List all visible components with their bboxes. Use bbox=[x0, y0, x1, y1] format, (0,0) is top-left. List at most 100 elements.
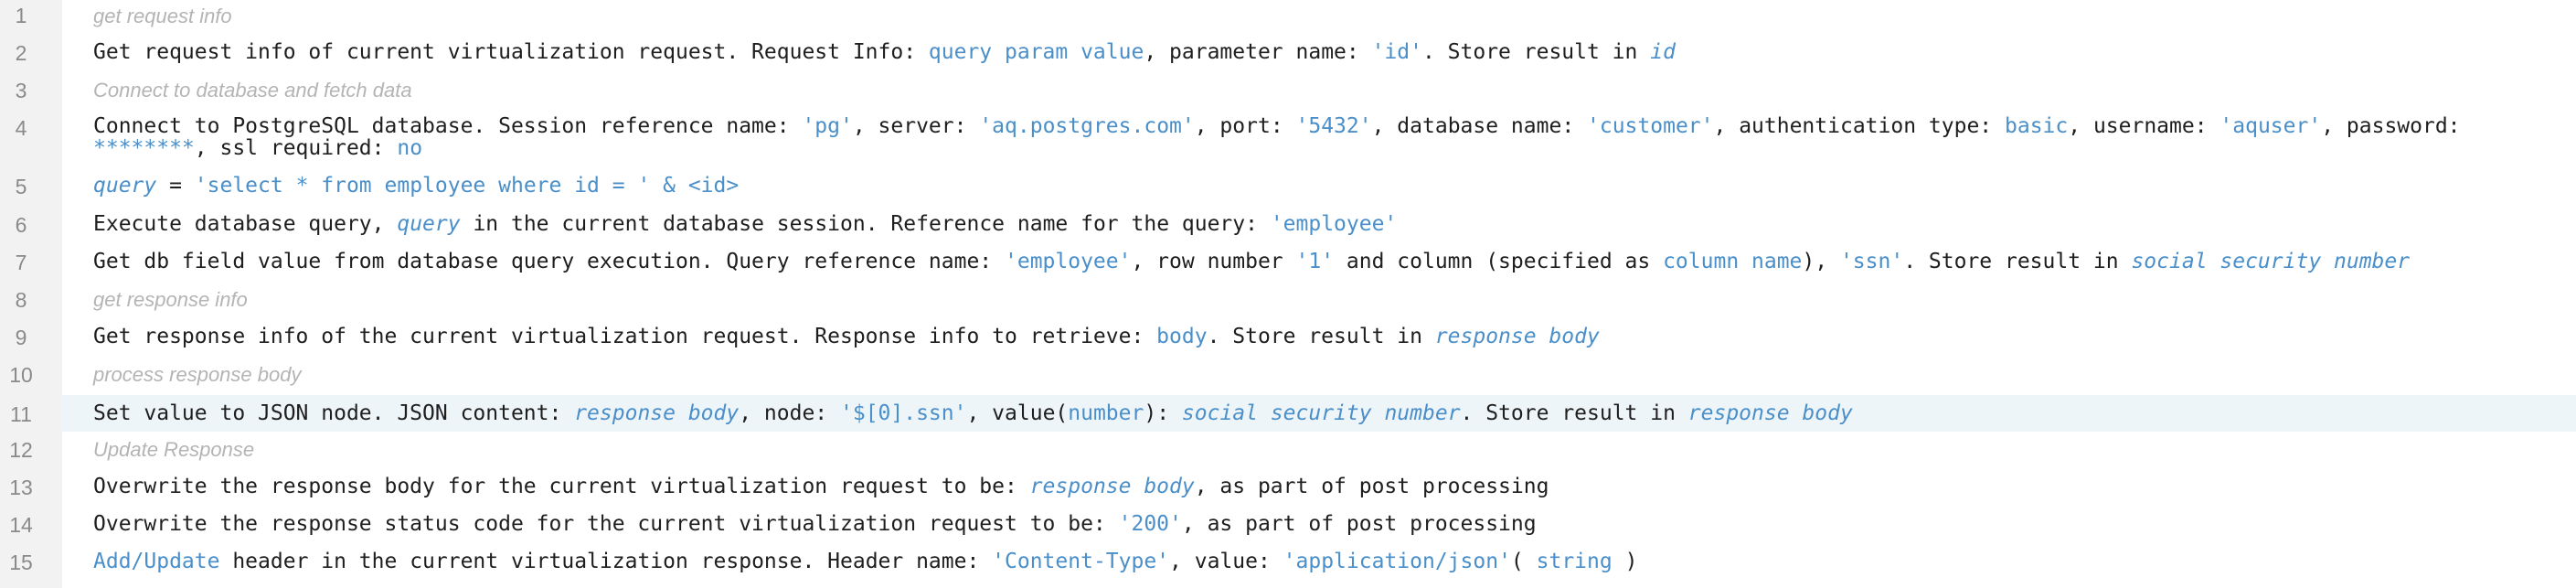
code-content[interactable]: Execute database query, query in the cur… bbox=[93, 212, 2565, 236]
string-value[interactable]: 'Content-Type' bbox=[992, 550, 1170, 573]
code-content[interactable]: Connect to database and fetch data bbox=[93, 79, 2565, 102]
code-content[interactable]: Update Response bbox=[93, 438, 2565, 462]
code-content[interactable]: Overwrite the response body for the curr… bbox=[93, 475, 2565, 498]
code-line-4[interactable]: 4 Connect to PostgreSQL database. Sessio… bbox=[0, 112, 2576, 166]
string-value[interactable]: 'id' bbox=[1371, 40, 1422, 64]
code-text: Execute database query, bbox=[93, 212, 398, 236]
line-number: 3 bbox=[15, 79, 27, 102]
variable-link[interactable]: query bbox=[93, 174, 157, 198]
code-text: and column (specified as bbox=[1334, 250, 1664, 273]
code-text: Get response info of the current virtual… bbox=[93, 325, 1157, 348]
code-text: , ssl required: bbox=[194, 136, 398, 160]
line-number: 12 bbox=[9, 438, 33, 462]
string-value[interactable]: 'ssn' bbox=[1839, 250, 1904, 273]
code-content[interactable]: Get response info of the current virtual… bbox=[93, 325, 2565, 348]
keyword-link[interactable]: basic bbox=[2005, 114, 2069, 138]
variable-link[interactable]: response body bbox=[1434, 325, 1600, 348]
code-content[interactable]: process response body bbox=[93, 363, 2565, 387]
keyword-link[interactable]: string bbox=[1536, 550, 1613, 573]
line-number: 5 bbox=[15, 175, 27, 198]
string-value[interactable]: '5432' bbox=[1295, 114, 1372, 138]
current-line-highlight bbox=[62, 395, 2576, 432]
keyword-link[interactable]: Add/Update bbox=[93, 550, 220, 573]
string-value[interactable]: '200' bbox=[1118, 512, 1182, 536]
string-value[interactable]: 'application/json' bbox=[1283, 550, 1511, 573]
line-number: 14 bbox=[9, 513, 33, 537]
line-number: 2 bbox=[15, 41, 27, 65]
code-line-1[interactable]: 1 get request info bbox=[0, 0, 2576, 33]
line-number: 11 bbox=[10, 402, 32, 426]
code-line-2[interactable]: 2 Get request info of current virtualiza… bbox=[0, 37, 2576, 69]
code-text: ( bbox=[1510, 550, 1537, 573]
string-value[interactable]: 'employee' bbox=[1005, 250, 1132, 273]
code-text: Overwrite the response status code for t… bbox=[93, 512, 1119, 536]
variable-link[interactable]: query bbox=[397, 212, 461, 236]
variable-link[interactable]: response body bbox=[1029, 475, 1195, 498]
code-text: Get request info of current virtualizati… bbox=[93, 40, 929, 64]
code-line-13[interactable]: 13 Overwrite the response body for the c… bbox=[0, 471, 2576, 504]
code-line-10[interactable]: 10 process response body bbox=[0, 358, 2576, 391]
string-value[interactable]: 'pg' bbox=[802, 114, 853, 138]
variable-link[interactable]: social security number bbox=[2131, 250, 2411, 273]
keyword-link[interactable]: body bbox=[1156, 325, 1208, 348]
line-number: 8 bbox=[15, 288, 27, 312]
comment: Connect to database and fetch data bbox=[93, 79, 412, 102]
code-content[interactable]: get request info bbox=[93, 5, 2565, 28]
code-line-15[interactable]: 15 Add/Update header in the current virt… bbox=[0, 546, 2576, 583]
string-value[interactable]: 'select * from employee where id = ' & <… bbox=[194, 174, 740, 198]
variable-link[interactable]: social security number bbox=[1181, 401, 1461, 425]
keyword-link[interactable]: number bbox=[1068, 401, 1144, 425]
code-line-5[interactable]: 5 query = 'select * from employee where … bbox=[0, 170, 2576, 203]
code-text: , port: bbox=[1194, 114, 1296, 138]
string-value[interactable]: 'customer' bbox=[1587, 114, 1714, 138]
line-number: 13 bbox=[9, 476, 33, 499]
code-content[interactable]: Connect to PostgreSQL database. Session … bbox=[93, 115, 2565, 159]
code-content[interactable]: Overwrite the response status code for t… bbox=[93, 512, 2565, 536]
code-line-14[interactable]: 14 Overwrite the response status code fo… bbox=[0, 508, 2576, 541]
code-line-7[interactable]: 7 Get db field value from database query… bbox=[0, 246, 2576, 279]
code-line-11[interactable]: 11 Set value to JSON node. JSON content:… bbox=[0, 395, 2576, 432]
code-text: , as part of post processing bbox=[1181, 512, 1537, 536]
code-line-9[interactable]: 9 Get response info of the current virtu… bbox=[0, 321, 2576, 354]
code-content[interactable]: Set value to JSON node. JSON content: re… bbox=[93, 401, 2565, 425]
code-line-12[interactable]: 12 Update Response bbox=[0, 433, 2576, 466]
string-value[interactable]: 'employee' bbox=[1270, 212, 1398, 236]
string-value[interactable]: 'aq.postgres.com' bbox=[979, 114, 1195, 138]
code-text: in the current database session. Referen… bbox=[460, 212, 1271, 236]
password-value[interactable]: ******** bbox=[93, 136, 195, 160]
code-content[interactable]: get response info bbox=[93, 288, 2565, 312]
code-line-3[interactable]: 3 Connect to database and fetch data bbox=[0, 75, 2576, 108]
string-value[interactable]: '1' bbox=[1295, 250, 1335, 273]
code-text: , node: bbox=[739, 401, 840, 425]
keyword-link[interactable]: query param value bbox=[928, 40, 1144, 64]
code-content[interactable]: query = 'select * from employee where id… bbox=[93, 174, 2565, 198]
code-content[interactable]: Add/Update header in the current virtual… bbox=[93, 550, 2565, 573]
code-text: , authentication type: bbox=[1713, 114, 2005, 138]
code-line-8[interactable]: 8 get response info bbox=[0, 283, 2576, 316]
variable-link[interactable]: response body bbox=[1687, 401, 1853, 425]
line-number: 6 bbox=[15, 213, 27, 237]
code-text: , username: bbox=[2068, 114, 2220, 138]
code-text: , as part of post processing bbox=[1194, 475, 1549, 498]
code-text: . Store result in bbox=[1207, 325, 1435, 348]
keyword-link[interactable]: no bbox=[397, 136, 423, 160]
line-number: 9 bbox=[15, 326, 27, 349]
code-text: , value( bbox=[966, 401, 1069, 425]
comment: Update Response bbox=[93, 438, 255, 461]
code-text: Connect to PostgreSQL database. Session … bbox=[93, 114, 803, 138]
keyword-link[interactable]: column name bbox=[1663, 250, 1803, 273]
code-text: header in the current virtualization res… bbox=[219, 550, 993, 573]
string-value[interactable]: '$[0].ssn' bbox=[840, 401, 967, 425]
comment: process response body bbox=[93, 363, 302, 386]
code-text: . Store result in bbox=[1903, 250, 2132, 273]
code-content[interactable]: Get db field value from database query e… bbox=[93, 250, 2565, 273]
line-number: 10 bbox=[9, 363, 33, 387]
code-text: Overwrite the response body for the curr… bbox=[93, 475, 1030, 498]
code-content[interactable]: Get request info of current virtualizati… bbox=[93, 40, 2565, 64]
string-value[interactable]: 'aquser' bbox=[2219, 114, 2322, 138]
variable-link[interactable]: response body bbox=[574, 401, 740, 425]
comment: get request info bbox=[93, 5, 232, 27]
variable-link[interactable]: id bbox=[1650, 40, 1676, 64]
code-line-6[interactable]: 6 Execute database query, query in the c… bbox=[0, 208, 2576, 241]
